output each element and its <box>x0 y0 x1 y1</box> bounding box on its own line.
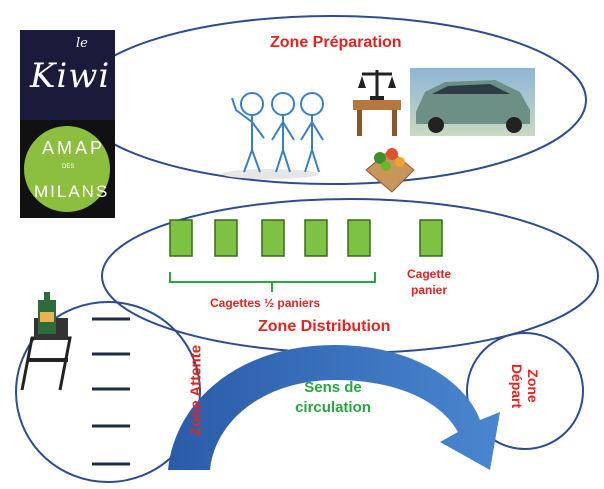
full-basket-crate-label: Cagette panier <box>396 266 462 298</box>
crates-bracket <box>169 272 376 292</box>
amap-logo-line1: AMAP <box>42 138 106 158</box>
half-basket-crates <box>169 219 371 257</box>
crate-5 <box>347 219 371 257</box>
zone-attente-label: Zone Attente <box>187 344 205 437</box>
kiwi-logo-small-text: le <box>76 36 88 51</box>
amap-logo-line3: MILANS <box>34 182 110 201</box>
half-basket-crates-label: Cagettes ½ paniers <box>210 296 321 310</box>
circulation-label-line1: Sens de <box>304 379 362 396</box>
amap-logo-line2: DES <box>62 164 75 170</box>
car-icon <box>410 68 535 136</box>
crate-2 <box>214 219 238 257</box>
chair-bottle-icon <box>20 292 72 391</box>
vegetable-crate-icon <box>365 148 415 193</box>
circulation-label-line2: circulation <box>295 399 371 416</box>
waiting-lines <box>92 317 130 466</box>
kiwi-logo-name: Kiwi <box>30 56 111 96</box>
amap-logo: AMAP DES MILANS <box>20 120 115 218</box>
zone-depart-line2: Départ <box>509 363 525 409</box>
crate-1 <box>169 219 193 257</box>
amap-logo-circle: AMAP DES MILANS <box>24 126 110 212</box>
zone-distribution-label: Zone Distribution <box>258 318 391 335</box>
kiwi-logo: le Kiwi <box>20 30 115 120</box>
scale-icon <box>353 70 401 136</box>
zone-depart-line1: Zone <box>525 369 541 403</box>
crate-3 <box>261 219 285 257</box>
circulation-arrow <box>168 345 500 470</box>
full-basket-label-line2: panier <box>410 283 447 297</box>
crate-full-basket <box>419 219 443 257</box>
people-icon <box>222 92 324 179</box>
circulation-label: Sens de circulation <box>278 378 388 418</box>
zone-attente-ellipse <box>15 301 201 483</box>
zone-depart-circle <box>466 332 584 450</box>
zone-depart-label: Zone Départ <box>509 331 541 441</box>
zone-preparation-label: Zone Préparation <box>270 34 402 51</box>
crate-4 <box>304 219 328 257</box>
full-basket-label-line1: Cagette <box>406 267 451 281</box>
